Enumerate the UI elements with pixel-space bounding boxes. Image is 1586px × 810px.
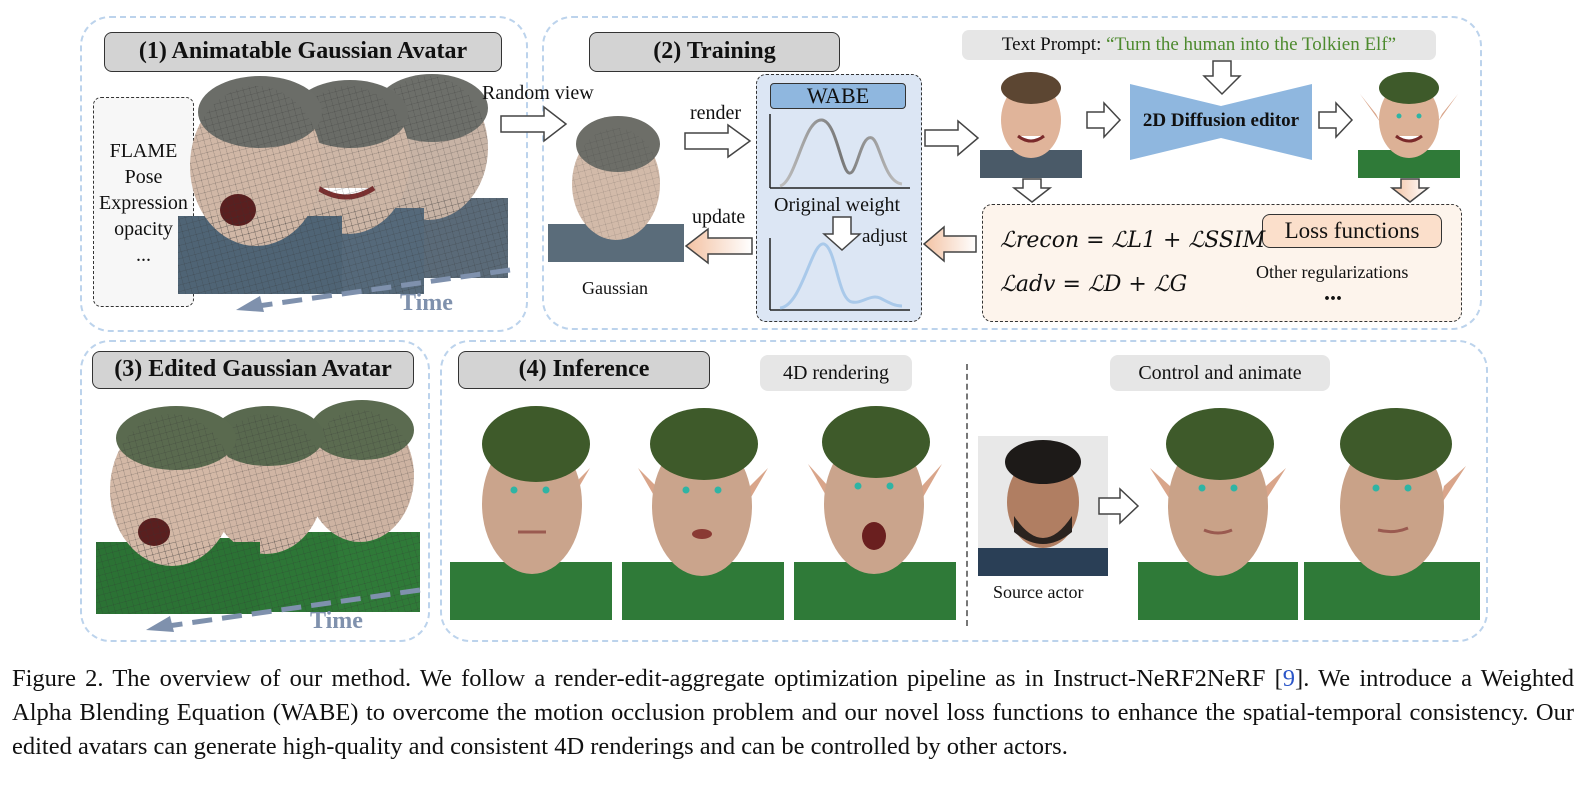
wabe-title: WABE (770, 83, 906, 109)
random-view-arrow (500, 105, 568, 143)
loss-ellipsis: ... (1324, 280, 1342, 306)
other-regularizations: Other regularizations (1256, 262, 1409, 282)
figure-caption: Figure 2. The overview of our method. We… (12, 662, 1574, 764)
source-actor-label: Source actor (993, 582, 1084, 602)
gaussian-head (548, 116, 684, 262)
panel4-title: (4) Inference (458, 351, 710, 389)
rendering-4d-label: 4D rendering (760, 355, 912, 391)
loss-box (982, 204, 1462, 322)
text-prompt-label: Text Prompt: (1001, 34, 1107, 55)
random-view-label: Random view (482, 82, 594, 104)
loss-functions-title: Loss functions (1262, 214, 1442, 248)
update-label: update (692, 206, 746, 228)
actor-to-elf-arrow (1098, 487, 1140, 525)
diffusion-editor-label: 2D Diffusion editor (1142, 110, 1300, 131)
editor-to-elf-arrow (1318, 101, 1354, 139)
text-prompt-value: “Turn the human into the Tolkien Elf” (1106, 34, 1397, 55)
loss-adv: ℒadv = ℒD + ℒG (1000, 272, 1188, 297)
panel2-title: (2) Training (589, 32, 840, 72)
panel-training (542, 16, 1482, 330)
wabe-to-face-arrow (924, 119, 980, 157)
panel3-title: (3) Edited Gaussian Avatar (92, 351, 414, 389)
prompt-down-arrow (1202, 60, 1242, 96)
caption-suffix: ]. We introduce a Weighted Alpha Blendin… (12, 665, 1575, 760)
elf-rendering-1 (450, 406, 612, 620)
input-pose: Pose (124, 166, 163, 188)
adjusted-weight-plot (769, 238, 910, 311)
controlled-elf-2 (1304, 408, 1480, 620)
input-opacity: opacity (114, 218, 173, 240)
edited-avatar-mesh-heads (96, 400, 420, 614)
panel1-title: (1) Animatable Gaussian Avatar (104, 32, 502, 72)
original-weight-plot (769, 114, 910, 189)
face-down-arrow (1011, 178, 1053, 203)
time-label-2: Time (310, 608, 363, 634)
panel-edited-avatar (80, 340, 430, 642)
original-weight-label: Original weight (774, 194, 901, 216)
face-to-editor-arrow (1086, 101, 1122, 139)
elf-rendering-2 (622, 408, 784, 620)
adjust-label: adjust (862, 226, 908, 247)
render-arrow (684, 123, 752, 159)
update-arrow (684, 227, 753, 265)
loss-to-wabe-arrow (922, 225, 977, 263)
input-ellipsis: ... (136, 244, 151, 266)
input-expression: Expression (99, 192, 188, 214)
loss-recon: ℒrecon = ℒL1 + ℒSSIM (1000, 228, 1266, 253)
avatar-mesh-heads (178, 74, 508, 294)
gaussian-label: Gaussian (582, 278, 648, 298)
text-prompt-box: Text Prompt: “Turn the human into the To… (962, 30, 1436, 60)
panel-animatable-avatar (80, 16, 528, 332)
flame-input-box (93, 97, 194, 307)
time-label-1: Time (400, 290, 453, 316)
control-animate-label: Control and animate (1110, 355, 1330, 391)
original-face-photo (980, 64, 1082, 178)
elf-rendering-3 (794, 406, 956, 620)
caption-prefix: Figure 2. The overview of our method. We… (12, 665, 1283, 692)
caption-citation-link[interactable]: 9 (1282, 665, 1296, 692)
edited-elf-photo (1358, 64, 1460, 178)
panel-inference (440, 340, 1488, 642)
diffusion-editor-shape (1130, 84, 1312, 160)
adjust-arrow (822, 216, 862, 252)
elf-down-arrow (1389, 178, 1431, 203)
input-flame: FLAME (109, 140, 178, 162)
time-arrow-1 (236, 267, 511, 312)
source-actor-photo (978, 436, 1108, 576)
render-label: render (690, 102, 742, 124)
time-arrow-2 (146, 587, 421, 632)
controlled-elf-1 (1138, 408, 1298, 620)
section-divider (966, 364, 968, 626)
